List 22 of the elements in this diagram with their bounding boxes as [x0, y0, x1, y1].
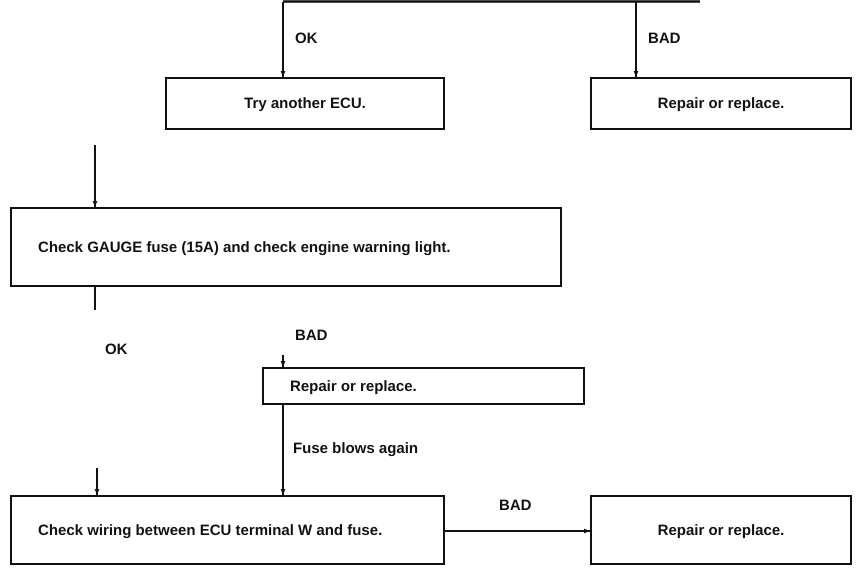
arrow	[280, 2, 286, 77]
box-text: Check wiring between ECU terminal W and fuse.	[38, 520, 382, 540]
box-text: Try another ECU.	[244, 94, 366, 114]
arrow	[94, 468, 100, 495]
process-box	[262, 367, 585, 405]
process-box	[165, 77, 445, 130]
process-box	[590, 77, 852, 130]
arrow	[445, 528, 590, 534]
process-box	[590, 495, 852, 565]
connector-line	[282, 0, 702, 4]
arrow	[92, 145, 98, 207]
connector-line	[94, 287, 96, 310]
process-box	[10, 495, 445, 565]
arrow	[634, 2, 638, 77]
arrow	[280, 355, 286, 367]
box-text: Repair or replace.	[290, 376, 417, 396]
box-text: Check GAUGE fuse (15A) and check engine warning light.	[38, 238, 451, 258]
edge-label: Fuse blows again	[291, 440, 420, 458]
arrow	[280, 405, 286, 495]
box-text: Repair or replace.	[658, 94, 784, 114]
box-text: Repair or replace.	[658, 520, 784, 540]
process-box	[10, 207, 562, 287]
